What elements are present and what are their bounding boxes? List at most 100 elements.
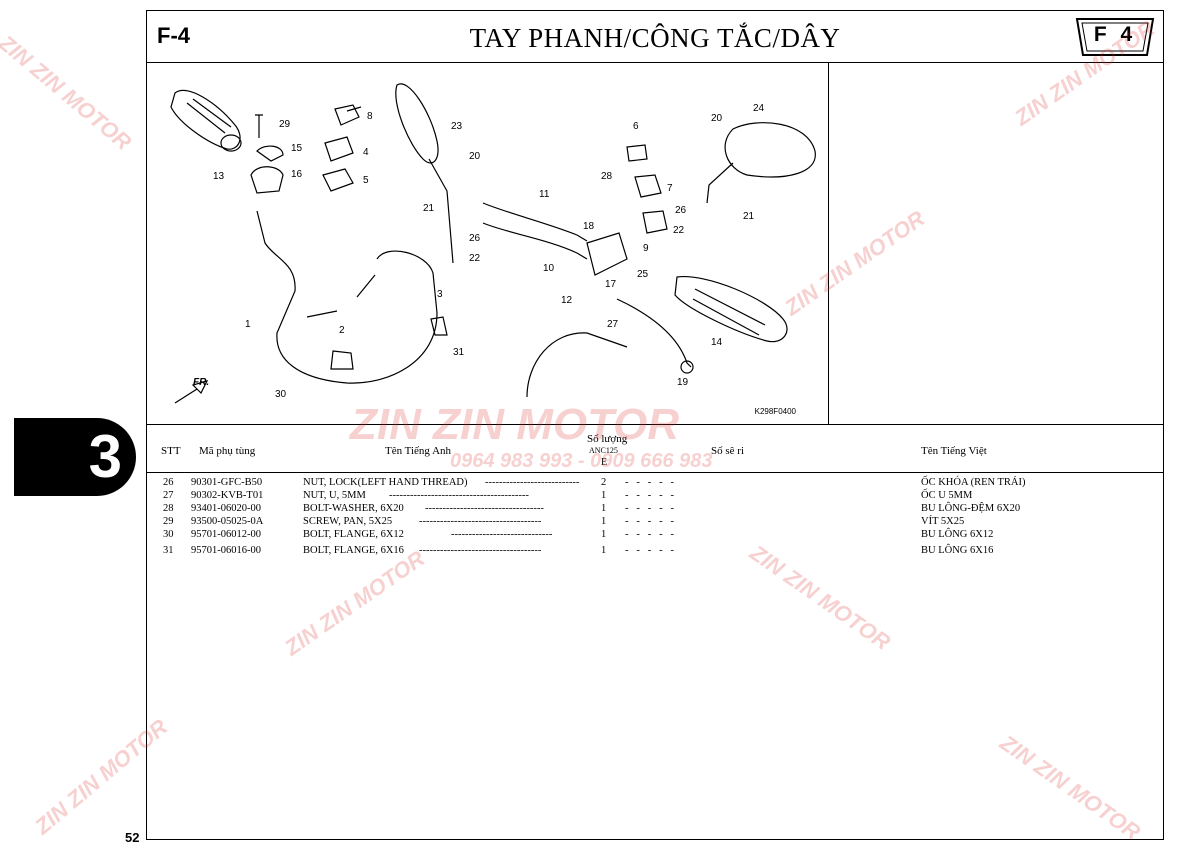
table-header: STT Mã phụ tùng Tên Tiếng Anh Số lượng A… [147, 425, 1163, 473]
holder-15-icon [256, 145, 284, 162]
switch-5-icon [322, 168, 354, 192]
section-tab: 3 [14, 418, 136, 496]
screw-29-icon [255, 114, 263, 138]
svg-text:4: 4 [363, 147, 369, 158]
badge-code: F 4 [1093, 23, 1137, 46]
svg-text:19: 19 [677, 377, 689, 388]
cell-serial: - - - - - [625, 503, 674, 514]
table-row: 29 93500-05025-0A SCREW, PAN, 5X25 -----… [147, 516, 1163, 529]
front-arrow-icon [174, 380, 209, 404]
svg-text:3: 3 [437, 289, 443, 300]
left-mirror-icon [395, 83, 439, 164]
svg-text:9: 9 [643, 243, 649, 254]
svg-text:7: 7 [667, 183, 673, 194]
cell-name-en: BOLT-WASHER, 6X20 [303, 503, 404, 514]
cell-name-vi: BU LÔNG 6X16 [921, 545, 994, 556]
svg-text:13: 13 [213, 171, 225, 182]
svg-text:21: 21 [743, 211, 755, 222]
svg-text:16: 16 [291, 169, 303, 180]
col-name-en: Tên Tiếng Anh [385, 445, 452, 457]
svg-text:20: 20 [469, 151, 481, 162]
col-stt: STT [161, 445, 181, 457]
page-header: F-4 TAY PHANH/CÔNG TẮC/DÂY F 4 [147, 11, 1163, 63]
switch-9-icon [642, 210, 668, 234]
clamp-2-icon [330, 350, 354, 370]
cell-name-vi: ỐC U 5MM [921, 490, 973, 501]
switch-8-icon [334, 104, 362, 126]
switch-6-icon [626, 144, 648, 162]
svg-text:24: 24 [753, 103, 765, 114]
cell-leader: ---------------------------------------- [389, 490, 529, 501]
watermark-brand: ZIN ZIN MOTOR [0, 30, 137, 155]
cell-name-en: NUT, LOCK(LEFT HAND THREAD) [303, 477, 468, 488]
svg-text:30: 30 [275, 389, 287, 400]
col-qty: Số lượng [587, 433, 628, 445]
cell-leader: ---------------------------------- [425, 503, 544, 514]
cell-qty: 1 [601, 503, 607, 514]
svg-text:18: 18 [583, 221, 595, 232]
col-serial: Số sê ri [711, 445, 744, 457]
svg-text:2: 2 [339, 325, 345, 336]
cell-qty: 1 [601, 490, 607, 501]
cell-serial: - - - - - [625, 490, 674, 501]
watermark-topleft: ZIN ZIN MOTOR [0, 30, 136, 156]
cell-stt: 31 [163, 545, 174, 556]
wire-11-icon [482, 202, 588, 242]
figure-badge: F 4 [1073, 17, 1157, 57]
svg-text:20: 20 [711, 113, 723, 124]
col-model: ANC125 [589, 446, 618, 455]
cell-stt: 30 [163, 529, 174, 540]
section-number: 3 [88, 423, 122, 490]
cell-serial: - - - - - [625, 516, 674, 527]
cell-part-no: 95701-06016-00 [191, 545, 261, 556]
svg-text:28: 28 [601, 171, 613, 182]
svg-text:22: 22 [673, 225, 685, 236]
cell-stt: 29 [163, 516, 174, 527]
right-grip-icon [674, 276, 788, 343]
switch-7-icon [634, 174, 662, 198]
svg-text:14: 14 [711, 337, 723, 348]
svg-text:25: 25 [637, 269, 649, 280]
left-grip-icon [170, 89, 242, 152]
table-row: 30 95701-06012-00 BOLT, FLANGE, 6X12 ---… [147, 529, 1163, 542]
cell-name-vi: BU LÔNG-ĐỆM 6X20 [921, 503, 1021, 514]
table-row: 28 93401-06020-00 BOLT-WASHER, 6X20 ----… [147, 503, 1163, 516]
cell-leader: ----------------------------------- [419, 545, 542, 556]
cell-leader: --------------------------- [485, 477, 580, 488]
figure-code: F-4 [157, 23, 190, 48]
cell-stt: 27 [163, 490, 174, 501]
cell-name-vi: BU LÔNG 6X12 [921, 529, 994, 540]
switch-housing-17-icon [586, 232, 628, 276]
cell-part-no: 95701-06012-00 [191, 529, 261, 540]
svg-text:6: 6 [633, 121, 639, 132]
cell-name-en: SCREW, PAN, 5X25 [303, 516, 393, 527]
svg-text:21: 21 [423, 203, 435, 214]
divider [147, 424, 1163, 425]
col-name-vi: Tên Tiếng Việt [921, 445, 987, 457]
svg-text:26: 26 [675, 205, 687, 216]
clamp-3-icon [430, 316, 448, 336]
switch-4-icon [324, 136, 354, 162]
cell-stt: 28 [163, 503, 174, 514]
svg-text:26: 26 [469, 233, 481, 244]
cell-serial: - - - - - [625, 477, 674, 488]
cell-name-en: BOLT, FLANGE, 6X16 [303, 545, 404, 556]
cell-part-no: 90302-KVB-T01 [191, 490, 264, 501]
svg-text:22: 22 [469, 253, 481, 264]
cell-part-no: 90301-GFC-B50 [191, 477, 263, 488]
svg-text:27: 27 [607, 319, 619, 330]
svg-text:5: 5 [363, 175, 369, 186]
catalog-frame: F-4 TAY PHANH/CÔNG TẮC/DÂY F 4 [146, 10, 1164, 840]
badge-shape-icon [1075, 18, 1155, 56]
cell-qty: 1 [601, 545, 607, 556]
cell-leader: ----------------------------- [451, 529, 553, 540]
cell-serial: - - - - - [625, 545, 674, 556]
cell-serial: - - - - - [625, 529, 674, 540]
svg-text:31: 31 [453, 347, 465, 358]
svg-text:FR.: FR. [193, 377, 209, 388]
diagram-code: K298F0400 [754, 407, 796, 416]
page-number: 52 [125, 830, 140, 845]
table-row: 27 90302-KVB-T01 NUT, U, 5MM -----------… [147, 490, 1163, 503]
exploded-view-illustration: 13 29 15 16 8 4 5 23 20 21 26 22 11 10 1… [170, 83, 816, 404]
cell-qty: 1 [601, 516, 607, 527]
